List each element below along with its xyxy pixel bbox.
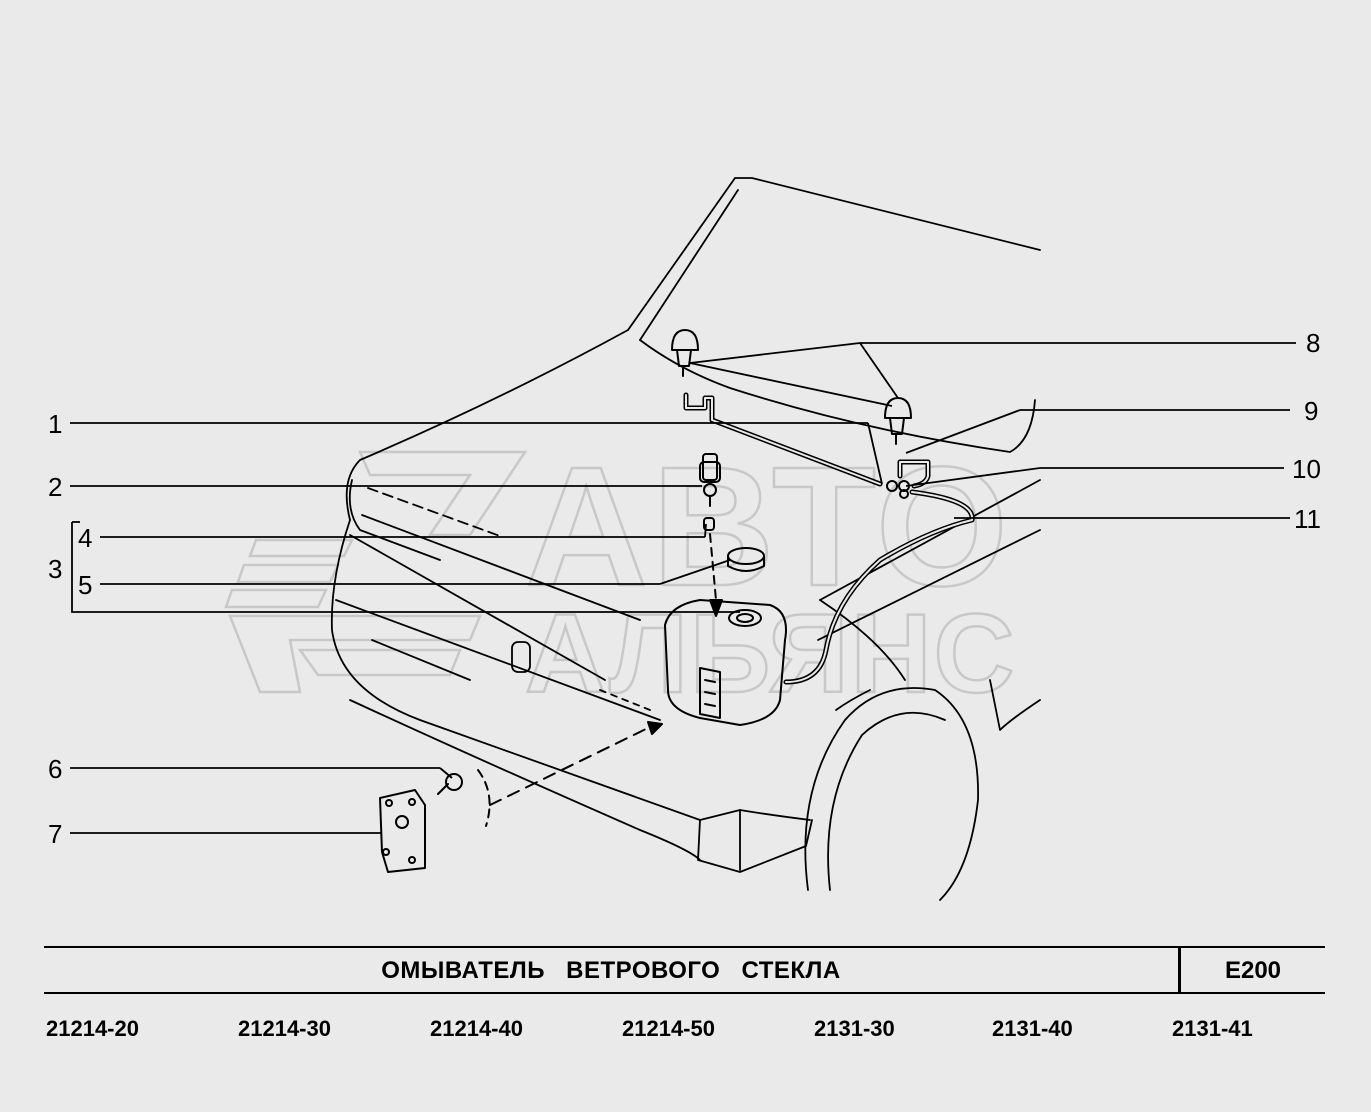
washer-nozzle-right: [884, 397, 912, 445]
reservoir-bracket: [379, 789, 426, 873]
watermark-logo: АВТО АЛЬЯНС: [224, 431, 1016, 717]
title-bar: ОМЫВАТЕЛЬ ВЕТРОВОГО СТЕКЛА E200: [44, 946, 1325, 994]
washer-reservoir: [664, 599, 787, 726]
callout-1: 1: [48, 409, 62, 439]
callout-9: 9: [1304, 396, 1318, 426]
model-code: 21214-50: [622, 1016, 715, 1041]
parts-diagram: АВТО АЛЬЯНС: [48, 177, 1321, 901]
callout-8: 8: [1306, 328, 1320, 358]
model-code: 21214-20: [46, 1016, 139, 1041]
callout-11: 11: [1294, 504, 1321, 534]
callout-5: 5: [78, 570, 92, 600]
callout-7: 7: [48, 819, 62, 849]
callout-2: 2: [48, 472, 62, 502]
callout-4: 4: [78, 523, 92, 553]
model-code: 21214-30: [238, 1016, 331, 1041]
callout-labels: 1 2 3 4 5 6 7 8 9 10 11: [48, 328, 1321, 849]
leader-lines: [70, 342, 1296, 834]
model-code: 2131-30: [814, 1016, 895, 1041]
mounting-bolt: [437, 773, 463, 795]
model-code: 21214-40: [430, 1016, 523, 1041]
watermark-logo-mark: [224, 450, 528, 694]
callout-10: 10: [1292, 454, 1321, 484]
washer-pump: [699, 453, 721, 531]
vehicle-outline: [330, 177, 1041, 901]
section-code: E200: [1224, 957, 1282, 984]
assembly-arrow: [709, 599, 723, 617]
washer-parts: [379, 329, 975, 873]
model-code: 2131-40: [992, 1016, 1073, 1041]
reservoir-cap: [727, 547, 765, 572]
watermark-word-alyans: АЛЬЯНС: [525, 591, 1016, 716]
title-divider: [1178, 948, 1181, 992]
model-code: 2131-41: [1172, 1016, 1253, 1041]
diagram-title: ОМЫВАТЕЛЬ ВЕТРОВОГО СТЕКЛА: [381, 957, 841, 984]
callout-6: 6: [48, 754, 62, 784]
callout-3: 3: [48, 554, 62, 584]
washer-nozzle-left: [671, 329, 699, 377]
model-list: 21214-20 21214-30 21214-40 21214-50 2131…: [0, 1014, 1371, 1044]
